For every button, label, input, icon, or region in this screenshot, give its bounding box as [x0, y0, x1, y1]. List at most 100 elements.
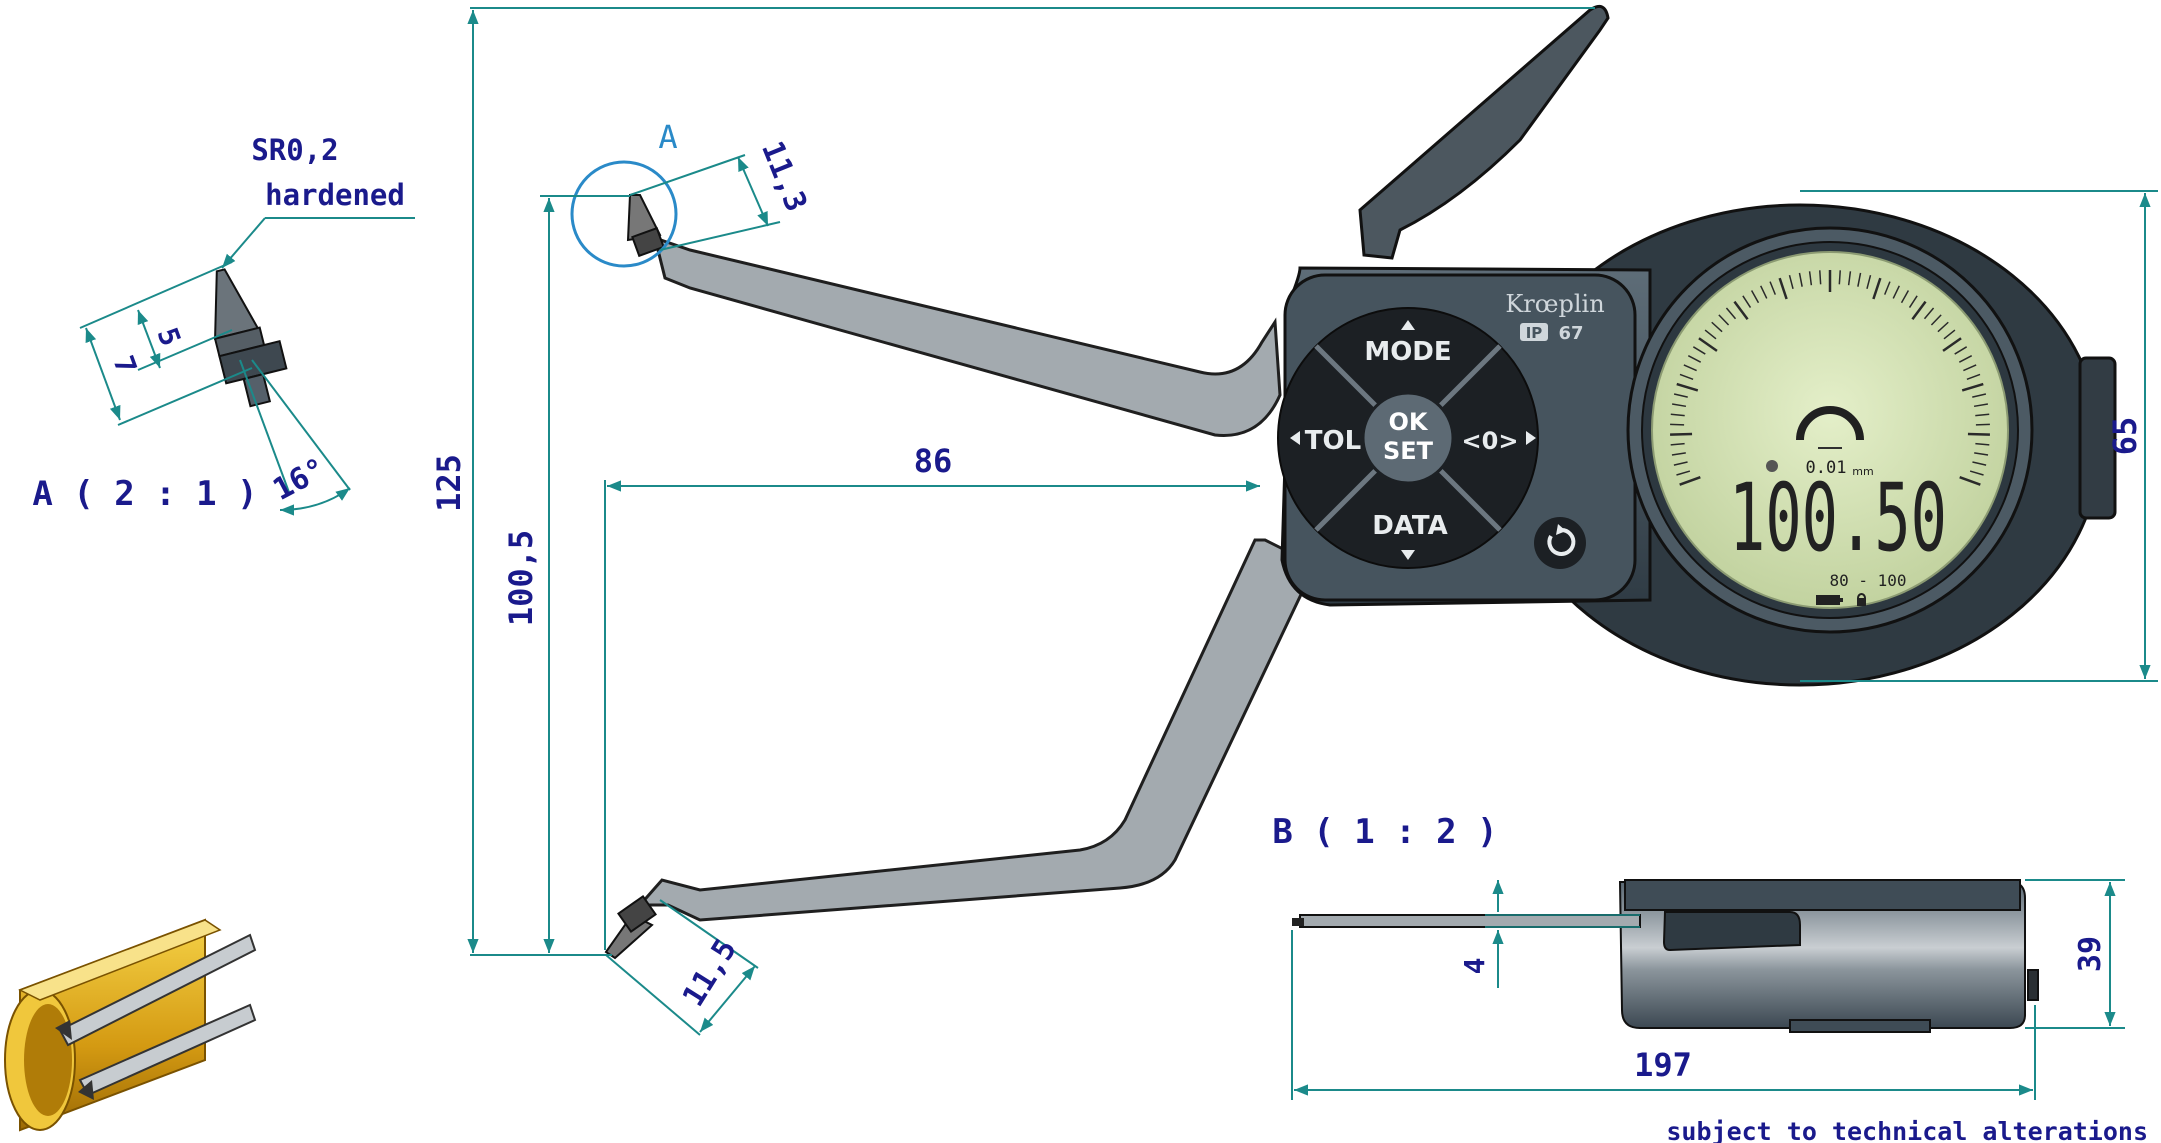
dial-tick — [1961, 382, 1984, 392]
dial-tick — [1676, 382, 1699, 392]
dial-tick — [1892, 285, 1900, 299]
resolution-unit: mm — [1852, 465, 1873, 478]
lcd-reading: 100.50 — [1729, 464, 1947, 573]
dial-tick — [1911, 300, 1927, 321]
lock-icon — [1857, 598, 1866, 606]
lever — [1358, 4, 1610, 260]
detail-a-callout — [570, 160, 678, 268]
dial-tick — [1975, 413, 1990, 417]
dial-tick — [1676, 470, 1691, 476]
mode-button-label: MODE — [1364, 337, 1451, 367]
dial-tick — [1683, 364, 1697, 372]
set-label: SET — [1383, 437, 1434, 465]
dial-tick — [1750, 290, 1760, 304]
dial-tick — [1673, 393, 1688, 398]
dial-tick — [1963, 364, 1977, 372]
reset-button[interactable] — [1534, 517, 1586, 569]
dial-tick — [1959, 476, 1981, 486]
dial-tick — [1954, 346, 1968, 355]
dial-tick — [1725, 307, 1737, 320]
dim-7-label: 7 — [107, 351, 144, 378]
dial-tick — [1704, 329, 1717, 340]
dial-tick — [1769, 281, 1777, 295]
dial-tick — [1733, 300, 1749, 321]
tol-button[interactable]: TOL — [1290, 426, 1361, 456]
dial-tick — [1972, 393, 1987, 398]
dial-tick — [1973, 403, 1989, 408]
dial-tick — [1798, 272, 1803, 287]
dial-tick — [1908, 295, 1918, 308]
dial-tick — [1967, 432, 1990, 436]
dial-tick — [1974, 452, 1989, 456]
lower-arm — [636, 538, 1317, 922]
ip-badge-text: IP — [1526, 324, 1543, 342]
mode-button[interactable]: MODE — [1364, 320, 1452, 367]
side-view-arm — [1299, 914, 1641, 928]
dial-tick — [1969, 470, 1984, 476]
dial-tick — [1687, 355, 1702, 363]
dial-tick — [1788, 275, 1794, 289]
dial-tick — [1872, 277, 1882, 300]
data-button[interactable]: DATA — [1372, 511, 1448, 560]
dial-tick — [1742, 295, 1752, 308]
dial-tick — [1943, 329, 1956, 340]
dial-tick — [1679, 373, 1694, 380]
tip-note-label: hardened — [265, 178, 405, 212]
dial-tick — [1670, 432, 1693, 436]
bore-ring-illustration — [4, 918, 257, 1132]
dial-tick — [1900, 290, 1910, 304]
range-value: 80 - 100 — [1829, 571, 1906, 590]
dial-tick — [1819, 270, 1822, 285]
dial-tick — [1718, 314, 1730, 326]
dial-tick — [1673, 461, 1688, 466]
dial-tick — [1942, 337, 1962, 352]
dial-scale — [1670, 270, 1990, 486]
dim-jaw-depth: 86 — [914, 442, 953, 480]
dial-tick — [1972, 461, 1987, 466]
dim-display-height: 65 — [2106, 417, 2144, 456]
callout-letter: A — [658, 118, 677, 156]
reset-icon — [1547, 527, 1576, 556]
zero-button[interactable]: <0> — [1462, 427, 1536, 455]
detail-a-title: A ( 2 : 1 ) — [32, 474, 257, 514]
dial-tick — [1692, 346, 1706, 355]
dim-5-label: 5 — [151, 323, 188, 350]
detail-a: SR0,2 hardened 5 7 16° A ( 2 : 1 ) — [32, 133, 415, 516]
caliper-arms — [604, 4, 1610, 960]
dim-tip-label: 11,3 — [754, 136, 814, 216]
upper-arm — [652, 235, 1282, 437]
arc-indicator-icon — [1796, 406, 1864, 441]
ip-rating: 67 — [1558, 323, 1583, 344]
resolution-value: 0.01 — [1806, 458, 1847, 478]
dim-lower-tip: 11,5 — [676, 933, 744, 1013]
detail-b: B ( 1 : 2 ) 4 39 197 — [1272, 812, 2125, 1100]
dial-tick — [1670, 442, 1685, 446]
tip-radius-label: SR0,2 — [251, 133, 338, 167]
dial-tick — [1760, 285, 1768, 299]
dial-tick — [1883, 281, 1891, 295]
data-button-label: DATA — [1372, 511, 1448, 541]
dial-tick — [1670, 413, 1685, 417]
dial-tick — [1838, 270, 1841, 285]
zero-button-label: <0> — [1462, 427, 1519, 455]
tip-detail-shape — [213, 268, 288, 408]
dial-tick — [1679, 476, 1701, 486]
dim-tip-height: 100,5 — [502, 530, 540, 626]
ip-badge — [1520, 323, 1548, 341]
dial-tick — [1857, 272, 1862, 287]
dial-tick — [1958, 355, 1973, 363]
dial-tick — [1866, 275, 1872, 289]
detail-b-title: B ( 1 : 2 ) — [1272, 812, 1497, 852]
dial-tick — [1808, 271, 1813, 286]
dim-overall-height: 125 — [430, 454, 468, 512]
ok-set-button[interactable]: OK SET — [1361, 391, 1455, 485]
tol-button-label: TOL — [1305, 426, 1361, 456]
dim-device-height: 39 — [2073, 936, 2108, 972]
dial-tick — [1975, 442, 1990, 446]
dial-tick — [1671, 452, 1686, 456]
footer-note: subject to technical alterations — [1666, 1117, 2148, 1143]
dim-device-length: 197 — [1634, 1046, 1692, 1084]
ok-label: OK — [1389, 408, 1429, 436]
brand-logo: Krœplin — [1505, 290, 1604, 318]
